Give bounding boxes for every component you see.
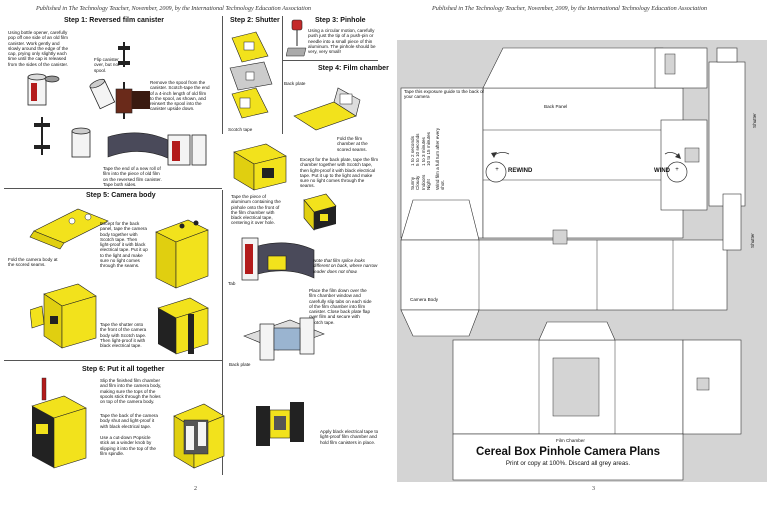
- divider-h2: [4, 360, 222, 361]
- label-rewind: REWIND: [508, 168, 533, 174]
- film-chamber-box: [233, 143, 287, 191]
- camera-assembled-left: [31, 377, 87, 469]
- divider-v1: [222, 16, 223, 134]
- camera-body-taped: [157, 297, 209, 355]
- step6-title: Step 6: Put it all together: [82, 366, 165, 373]
- film-roll-illustration: [241, 237, 315, 281]
- canister-icon: [27, 73, 47, 106]
- wind-plus-icon: +: [675, 167, 679, 173]
- rewind-plus-icon: +: [495, 167, 499, 173]
- step2-title: Step 2: Shutter: [230, 17, 280, 24]
- step5-text-fold: Fold the camera body at the scored seams…: [8, 257, 58, 268]
- film-chamber-illustration: [293, 87, 361, 131]
- step4-text-fold: Fold the film chamber at the scored seam…: [337, 136, 368, 152]
- step1-illustration: [27, 42, 207, 166]
- camera-assembled-open: [173, 403, 225, 469]
- left-page-number: 2: [194, 486, 197, 492]
- right-page-header: Published in The Technology Teacher, Nov…: [432, 5, 708, 12]
- label-shutter-1: Shutter: [752, 113, 757, 128]
- step2-label-tape: Scotch tape: [228, 127, 253, 132]
- divider-h1: [4, 188, 222, 189]
- camera-body-box: [155, 219, 209, 289]
- film-chamber-taped: [256, 402, 304, 446]
- divider-v2: [222, 190, 223, 475]
- step6-text-apply: Apply black electrical tape to light-pro…: [320, 429, 379, 445]
- exposure-table: Sunny 1 to 2 seconds Cloudy 5 to 10 seco…: [410, 118, 445, 190]
- label-film-chamber: Film Chamber: [556, 438, 585, 443]
- right-page-number: 3: [592, 486, 595, 492]
- spool-icon: [118, 42, 130, 67]
- step1-title: Step 1: Reversed film canister: [64, 17, 164, 24]
- step3-text: Using a circular motion, carefully push …: [308, 28, 376, 55]
- step6-text-back: Tape the back of the camera body shut an…: [100, 413, 158, 429]
- label-wind: WIND: [654, 168, 670, 174]
- step2-illustration: [229, 31, 273, 119]
- exposure-guide-title: Tape this exposure guide to the back of …: [404, 89, 484, 100]
- step4-text-place: Place the film down over the film chambe…: [309, 288, 372, 325]
- exposure-value: 10 to 15 minutes: [426, 132, 432, 166]
- step5-text-except: Except for the back panel, tape the came…: [100, 221, 148, 269]
- chamber-with-film: [243, 317, 325, 361]
- camera-body-flat: [29, 208, 109, 250]
- step4-text-except: Except for the back plate, tape the film…: [300, 157, 379, 189]
- step6-text-popsicle: Use a cut-down Popsicle stick as a winde…: [100, 435, 156, 456]
- plans-subtitle: Print or copy at 100%. Discard all grey …: [505, 460, 631, 467]
- step3-title: Step 3: Pinhole: [315, 17, 366, 24]
- divider-v3: [282, 16, 283, 134]
- left-page-header: Published in The Technology Teacher, Nov…: [36, 5, 312, 12]
- step1-text-a: Using bottle opener, carefully pop off o…: [8, 30, 69, 67]
- label-shutter-2: Shutter: [750, 233, 755, 248]
- camera-body-shutter: [30, 283, 97, 349]
- step5-title: Step 5: Camera body: [86, 192, 156, 199]
- exposure-wind-note: Wind film a full turn after every shot.: [434, 127, 446, 190]
- plans-template: [400, 47, 746, 481]
- step4-text-aluminum: Tape the piece of aluminum containing th…: [231, 194, 281, 226]
- exposure-row-night: Night 10 to 15 minutes: [426, 118, 431, 190]
- chamber-front: [303, 193, 337, 231]
- step5-text-shutter: Tape the shutter onto the front of the c…: [100, 322, 147, 349]
- step4-label-tab: Tab: [228, 281, 236, 286]
- label-camera-body: Camera Body: [410, 297, 439, 302]
- step4-label-back: Back plate: [284, 81, 306, 86]
- step4-title: Step 4: Film chamber: [318, 65, 389, 72]
- pushpin-icon: [286, 19, 307, 57]
- label-back-panel: Back Panel: [544, 104, 568, 109]
- plans-title: Cereal Box Pinhole Camera Plans: [475, 446, 661, 458]
- step4-label-back2: Back plate: [229, 362, 251, 367]
- step6-text-slip: Slip the finished film chamber and film …: [100, 378, 162, 405]
- step1-text-flip: Flip canister over, but not spool.: [94, 57, 120, 73]
- exposure-condition: Night: [426, 179, 432, 190]
- step1-text-tape: Tape the end of a new roll of film into …: [103, 166, 162, 187]
- step4-text-note: Note that film splice looks different on…: [313, 258, 378, 274]
- divider-h3: [282, 60, 378, 61]
- step1-text-remove: Remove the spool from the canister. Scot…: [150, 80, 210, 112]
